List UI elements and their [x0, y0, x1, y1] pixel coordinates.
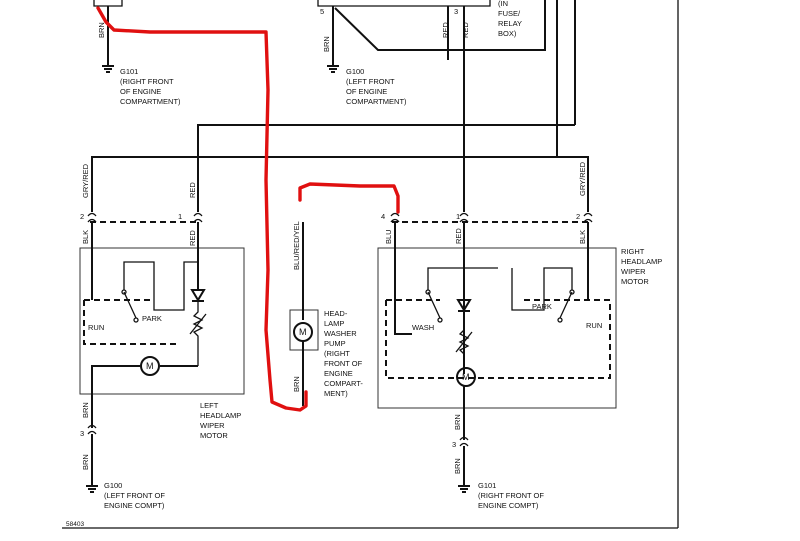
g101-bottom-label: G101 (RIGHT FRONT OF ENGINE COMPT) — [478, 481, 546, 510]
left-wiper-motor-symbol — [140, 356, 160, 376]
label-gry-red-right: GRY/RED — [578, 161, 587, 196]
label-red-right: RED — [454, 228, 463, 244]
washer-pump-label: HEAD- LAMP WASHER PUMP (RIGHT FRONT OF E… — [324, 309, 365, 398]
label-brn-left-lower: BRN — [81, 402, 90, 418]
label-red-relay-b: RED — [461, 22, 470, 38]
wire-gry-red-right — [557, 156, 589, 212]
connector-pin-left-1 — [193, 212, 203, 223]
ground-symbol-g100-top — [327, 65, 339, 73]
right-motor-label: RIGHT HEADLAMP WIPER MOTOR — [621, 247, 664, 286]
right-motor-box — [377, 247, 617, 409]
ground-symbol-g101-bottom — [458, 485, 470, 493]
left-motor-box — [79, 247, 245, 395]
label-brn-top-middle: BRN — [322, 36, 331, 52]
right-switch-dashed-frame — [385, 299, 611, 379]
pin-3-right-label: 3 — [452, 440, 456, 449]
pin-2-label: 2 — [80, 212, 84, 221]
right-run-label: RUN — [586, 321, 602, 330]
pump-m: M — [299, 327, 307, 337]
ground-symbol-g100-bottom — [86, 485, 98, 493]
right-park-contact — [557, 317, 563, 323]
right-wiper-motor-symbol — [456, 367, 476, 387]
connector-pin-right-3 — [459, 436, 469, 447]
left-motor-label: LEFT HEADLAMP WIPER MOTOR — [200, 401, 243, 440]
label-brn-left-bottom: BRN — [81, 454, 90, 470]
highlight-pump-feed-path — [298, 182, 400, 214]
label-blu-right: BLU — [384, 229, 393, 244]
pin-3-left-label: 3 — [80, 429, 84, 438]
left-motor-internal-loop — [123, 261, 198, 311]
pin-4-label: 4 — [381, 212, 385, 221]
connector-pin-right-2 — [583, 212, 593, 223]
relay-internal-wire — [334, 0, 546, 51]
right-wash-label: WASH — [412, 323, 434, 332]
label-red-relay-a: RED — [441, 22, 450, 38]
left-run-label: RUN — [88, 323, 104, 332]
pin-1-right-label: 1 — [456, 212, 460, 221]
right-wash-switch — [427, 291, 441, 319]
right-park-label: PARK — [532, 302, 552, 311]
g100-bottom-label: G100 (LEFT FRONT OF ENGINE COMPT) — [104, 481, 167, 510]
right-park-switch — [559, 291, 573, 319]
label-gry-red-left: GRY/RED — [81, 163, 90, 198]
label-brn-right-lower: BRN — [453, 414, 462, 430]
right-resistor-arrow — [455, 331, 473, 353]
connector-pin-left-3 — [87, 424, 97, 435]
right-resistor — [458, 329, 470, 368]
highlight-ground-return-path — [96, 6, 308, 412]
right-motor-internal-loop — [427, 267, 573, 311]
g101-top-label: G101 (RIGHT FRONT OF ENGINE COMPARTMENT) — [120, 67, 181, 106]
right-wash-pivot — [425, 289, 431, 295]
wire-gry-red-bus — [91, 0, 558, 212]
right-wash-contact — [437, 317, 443, 323]
left-motor-wires — [91, 365, 198, 428]
right-diode — [456, 299, 472, 312]
label-red-left: RED — [188, 182, 197, 198]
relay-location-note: (IN FUSE/ RELAY BOX) — [498, 0, 524, 38]
left-switch-dashed-frame — [83, 300, 178, 345]
right-park-pivot — [569, 289, 575, 295]
label-red-left-lower: RED — [188, 230, 197, 246]
connector-pin-left-2 — [87, 212, 97, 223]
connector-pin-right-4 — [390, 212, 400, 223]
left-resistor-arrow — [189, 313, 207, 335]
pin-1-left-label: 1 — [178, 212, 182, 221]
left-motor-m: M — [146, 361, 154, 371]
label-brn-pump: BRN — [292, 376, 301, 392]
g100-top-label: G100 (LEFT FRONT OF ENGINE COMPARTMENT) — [346, 67, 407, 106]
top-left-connector — [93, 0, 123, 7]
left-park-label: PARK — [142, 314, 162, 323]
connector-pin-right-1 — [459, 212, 469, 223]
label-blk-right: BLK — [578, 230, 587, 244]
left-resistor — [192, 302, 204, 366]
pin-3-top-label: 3 — [454, 7, 458, 16]
left-diode — [190, 289, 206, 302]
left-switch-pivot — [121, 289, 127, 295]
wire-red-left-bus — [197, 124, 575, 212]
label-blk-left: BLK — [81, 230, 90, 244]
left-switch-contact — [133, 317, 139, 323]
figure-id: 58403 — [66, 521, 84, 528]
label-brn-right-bottom: BRN — [453, 458, 462, 474]
pin-2-right-label: 2 — [576, 212, 580, 221]
right-motor-m: M — [462, 372, 470, 382]
pin-5-label: 5 — [320, 7, 324, 16]
left-park-switch — [123, 291, 137, 319]
label-blu-red-yel: BLU/RED/YEL — [292, 221, 301, 270]
top-middle-connector — [317, 0, 491, 7]
right-motor-return — [394, 330, 412, 335]
label-brn-top-left: BRN — [97, 22, 106, 38]
ground-symbol-g101-top — [102, 65, 114, 73]
